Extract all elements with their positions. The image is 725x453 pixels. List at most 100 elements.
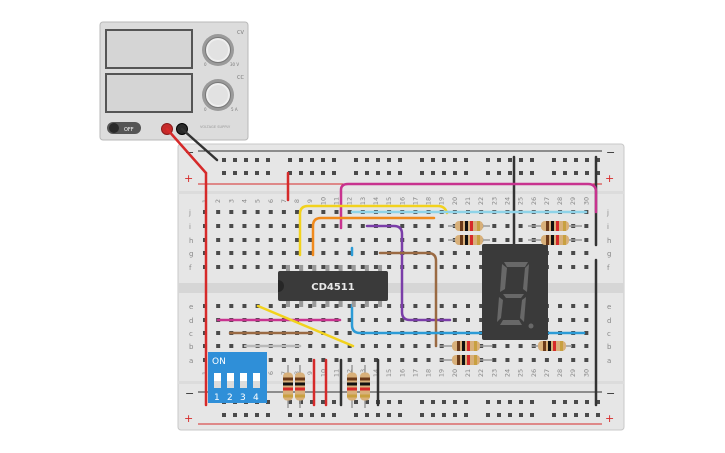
breadboard-hole[interactable]	[347, 238, 352, 242]
rail-hole[interactable]	[464, 158, 468, 162]
breadboard-hole[interactable]	[558, 318, 563, 322]
rail-hole[interactable]	[222, 158, 226, 162]
breadboard-hole[interactable]	[584, 238, 589, 242]
rail-hole[interactable]	[442, 413, 446, 417]
rail-hole[interactable]	[530, 413, 534, 417]
breadboard-hole[interactable]	[400, 224, 405, 228]
resistor[interactable]	[528, 221, 582, 231]
rail-hole[interactable]	[321, 171, 325, 175]
rail-hole[interactable]	[288, 158, 292, 162]
breadboard-hole[interactable]	[334, 251, 339, 255]
breadboard-hole[interactable]	[452, 265, 457, 269]
breadboard-hole[interactable]	[439, 224, 444, 228]
rail-hole[interactable]	[563, 413, 567, 417]
rail-hole[interactable]	[376, 158, 380, 162]
rail-hole[interactable]	[321, 413, 325, 417]
rail-hole[interactable]	[354, 158, 358, 162]
breadboard-hole[interactable]	[321, 224, 326, 228]
resistor[interactable]	[448, 221, 490, 231]
breadboard-hole[interactable]	[373, 358, 378, 362]
breadboard-hole[interactable]	[439, 238, 444, 242]
breadboard-hole[interactable]	[216, 331, 221, 335]
breadboard-hole[interactable]	[334, 265, 339, 269]
breadboard-hole[interactable]	[413, 344, 418, 348]
breadboard-hole[interactable]	[439, 265, 444, 269]
rail-hole[interactable]	[508, 158, 512, 162]
rail-hole[interactable]	[299, 158, 303, 162]
rail-hole[interactable]	[420, 158, 424, 162]
breadboard-hole[interactable]	[347, 224, 352, 228]
power-supply[interactable]: CV 0 30 V CC 0 5 A OFF VOLTAGE SUPPLY	[99, 21, 249, 141]
breadboard-hole[interactable]	[518, 358, 523, 362]
rail-hole[interactable]	[387, 171, 391, 175]
rail-hole[interactable]	[486, 413, 490, 417]
breadboard-hole[interactable]	[544, 358, 549, 362]
rail-hole[interactable]	[431, 413, 435, 417]
breadboard-hole[interactable]	[531, 358, 536, 362]
breadboard-hole[interactable]	[571, 251, 576, 255]
breadboard-hole[interactable]	[387, 304, 392, 308]
breadboard-hole[interactable]	[387, 318, 392, 322]
rail-hole[interactable]	[255, 171, 259, 175]
rail-hole[interactable]	[497, 171, 501, 175]
breadboard-hole[interactable]	[413, 224, 418, 228]
breadboard-hole[interactable]	[229, 210, 234, 214]
rail-hole[interactable]	[299, 171, 303, 175]
rail-hole[interactable]	[530, 158, 534, 162]
breadboard-hole[interactable]	[584, 304, 589, 308]
breadboard-hole[interactable]	[295, 265, 300, 269]
resistor[interactable]	[347, 365, 357, 408]
rail-hole[interactable]	[354, 413, 358, 417]
rail-hole[interactable]	[519, 413, 523, 417]
breadboard-hole[interactable]	[492, 238, 497, 242]
breadboard-hole[interactable]	[308, 238, 313, 242]
rail-hole[interactable]	[574, 171, 578, 175]
rail-hole[interactable]	[508, 400, 512, 404]
rail-hole[interactable]	[387, 413, 391, 417]
breadboard-hole[interactable]	[321, 358, 326, 362]
breadboard-hole[interactable]	[584, 344, 589, 348]
rail-hole[interactable]	[563, 158, 567, 162]
breadboard-hole[interactable]	[387, 238, 392, 242]
rail-hole[interactable]	[233, 158, 237, 162]
breadboard-hole[interactable]	[571, 304, 576, 308]
breadboard-hole[interactable]	[334, 331, 339, 335]
rail-hole[interactable]	[563, 171, 567, 175]
breadboard-hole[interactable]	[387, 344, 392, 348]
rail-hole[interactable]	[442, 158, 446, 162]
breadboard-hole[interactable]	[558, 358, 563, 362]
breadboard-hole[interactable]	[571, 318, 576, 322]
rail-hole[interactable]	[431, 171, 435, 175]
breadboard-hole[interactable]	[452, 251, 457, 255]
breadboard-hole[interactable]	[426, 238, 431, 242]
breadboard-hole[interactable]	[281, 224, 286, 228]
rail-hole[interactable]	[519, 400, 523, 404]
breadboard-hole[interactable]	[426, 304, 431, 308]
breadboard-hole[interactable]	[360, 238, 365, 242]
breadboard-hole[interactable]	[373, 265, 378, 269]
breadboard-hole[interactable]	[347, 265, 352, 269]
breadboard-hole[interactable]	[558, 265, 563, 269]
rail-hole[interactable]	[552, 158, 556, 162]
rail-hole[interactable]	[420, 400, 424, 404]
breadboard-hole[interactable]	[347, 304, 352, 308]
rail-hole[interactable]	[574, 413, 578, 417]
breadboard-hole[interactable]	[492, 344, 497, 348]
resistor[interactable]	[532, 341, 572, 351]
breadboard-hole[interactable]	[584, 358, 589, 362]
breadboard-hole[interactable]	[360, 344, 365, 348]
rail-hole[interactable]	[288, 171, 292, 175]
rail-hole[interactable]	[398, 413, 402, 417]
breadboard-hole[interactable]	[360, 224, 365, 228]
breadboard-hole[interactable]	[400, 344, 405, 348]
breadboard-hole[interactable]	[281, 304, 286, 308]
breadboard-hole[interactable]	[229, 224, 234, 228]
breadboard-hole[interactable]	[426, 265, 431, 269]
breadboard-hole[interactable]	[216, 344, 221, 348]
breadboard-hole[interactable]	[400, 358, 405, 362]
breadboard-hole[interactable]	[492, 358, 497, 362]
dip-switch[interactable]: ON 1 2 3 4	[208, 352, 267, 403]
rail-hole[interactable]	[288, 400, 292, 404]
breadboard-hole[interactable]	[347, 210, 352, 214]
rail-hole[interactable]	[552, 413, 556, 417]
